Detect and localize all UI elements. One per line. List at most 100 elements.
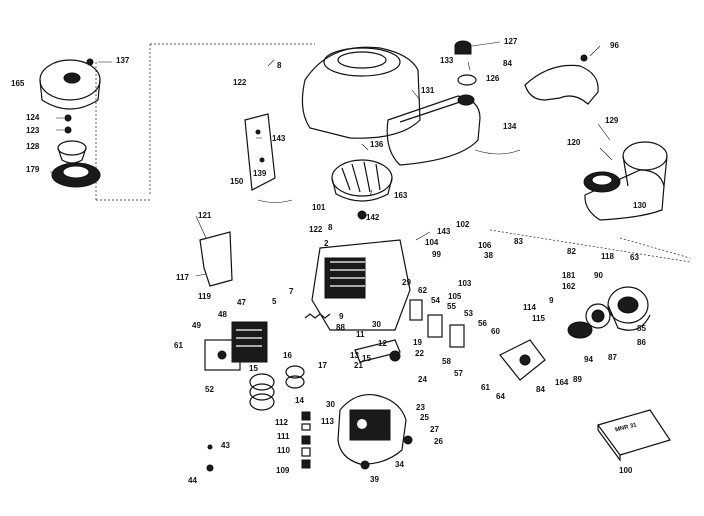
tank-fitting — [457, 94, 475, 106]
leader-lines — [50, 41, 613, 277]
callout-143-top: 143 — [272, 134, 286, 143]
callout-29: 29 — [402, 278, 411, 287]
muffler-assembly — [583, 141, 668, 221]
callout-48: 48 — [218, 310, 227, 319]
callout-87: 87 — [608, 353, 617, 362]
callout-8-mid: 8 — [328, 223, 333, 232]
callout-25: 25 — [420, 413, 429, 422]
callout-124: 124 — [26, 113, 40, 122]
callout-17: 17 — [318, 361, 327, 370]
callout-119: 119 — [198, 292, 211, 301]
callout-63: 63 — [630, 253, 639, 262]
callout-100: 100 — [619, 466, 633, 475]
callout-15-mid: 15 — [362, 354, 371, 363]
callout-2: 2 — [324, 239, 329, 248]
callout-14: 14 — [295, 396, 304, 405]
callout-122-mid: 122 — [309, 225, 323, 234]
crankshaft — [354, 339, 401, 363]
foam-filter — [51, 162, 101, 188]
callout-49: 49 — [192, 321, 201, 330]
callout-121: 121 — [198, 211, 212, 220]
callout-30-lower: 30 — [326, 400, 335, 409]
fuel-line-134 — [474, 149, 521, 155]
callout-101: 101 — [312, 203, 326, 212]
callout-179: 179 — [26, 165, 40, 174]
callout-117: 117 — [176, 273, 189, 282]
small-fastener-44 — [206, 464, 214, 472]
callout-83: 83 — [514, 237, 523, 246]
callout-94: 94 — [584, 355, 593, 364]
callout-23: 23 — [416, 403, 425, 412]
group-outline-right — [489, 229, 691, 263]
callout-143-mid: 143 — [437, 227, 451, 236]
callout-111: 111 — [277, 432, 290, 441]
callout-110: 110 — [277, 446, 290, 455]
callout-26: 26 — [434, 437, 443, 446]
callout-118: 118 — [601, 252, 614, 261]
air-cleaner-cover — [39, 58, 101, 110]
cap-gasket — [457, 74, 477, 86]
starter-cup — [567, 303, 611, 339]
piston-rings — [249, 365, 305, 411]
callout-120: 120 — [567, 138, 581, 147]
callout-113: 113 — [321, 417, 334, 426]
oil-pump-stack — [301, 411, 311, 469]
callout-126: 126 — [486, 74, 500, 83]
callout-105: 105 — [448, 292, 462, 301]
callout-163: 163 — [394, 191, 408, 200]
callout-53: 53 — [464, 309, 473, 318]
callout-102: 102 — [456, 220, 470, 229]
small-fastener-43 — [207, 444, 213, 450]
callout-55: 55 — [447, 302, 456, 311]
callout-47: 47 — [237, 298, 246, 307]
callout-27: 27 — [430, 425, 439, 434]
callout-104: 104 — [425, 238, 439, 247]
callout-21: 21 — [354, 361, 363, 370]
callout-61-lower: 61 — [481, 383, 490, 392]
callout-61-upper: 61 — [174, 341, 183, 350]
callout-44: 44 — [188, 476, 197, 485]
callout-58: 58 — [442, 357, 451, 366]
cover-nut — [64, 126, 72, 134]
blower-housing — [301, 46, 421, 139]
callout-85: 85 — [637, 324, 646, 333]
callout-56: 56 — [478, 319, 487, 328]
callout-19: 19 — [413, 338, 422, 347]
callout-89: 89 — [573, 375, 582, 384]
callout-99: 99 — [432, 250, 441, 259]
callout-9-right: 9 — [549, 296, 554, 305]
callout-114: 114 — [523, 303, 536, 312]
callout-136: 136 — [370, 140, 384, 149]
callout-52: 52 — [205, 385, 214, 394]
callout-8-top: 8 — [277, 61, 282, 70]
callout-112: 112 — [275, 418, 288, 427]
muffler-guard — [524, 54, 599, 105]
callout-62: 62 — [418, 286, 427, 295]
wire-150 — [257, 199, 293, 203]
fuel-tank — [386, 95, 481, 166]
callout-150: 150 — [230, 177, 244, 186]
tank-cap — [454, 40, 472, 55]
callout-15-left: 15 — [249, 364, 258, 373]
callout-139: 139 — [253, 169, 267, 178]
callout-165: 165 — [11, 79, 25, 88]
recoil-starter — [607, 286, 651, 331]
callout-123: 123 — [26, 126, 40, 135]
callout-127: 127 — [504, 37, 518, 46]
oil-seal-cluster — [409, 299, 465, 348]
callout-11: 11 — [356, 330, 365, 339]
flywheel — [331, 159, 393, 202]
callout-90: 90 — [594, 271, 603, 280]
engine-sump — [337, 393, 407, 465]
callout-115: 115 — [532, 314, 545, 323]
callout-88: 88 — [336, 323, 345, 332]
callout-142: 142 — [366, 213, 380, 222]
callout-24: 24 — [418, 375, 427, 384]
callout-86: 86 — [637, 338, 646, 347]
callout-129: 129 — [605, 116, 619, 125]
callout-82: 82 — [567, 247, 576, 256]
group-outline-top — [95, 43, 315, 201]
callout-57: 57 — [454, 369, 463, 378]
callout-122-top: 122 — [233, 78, 247, 87]
fuel-pump-parts — [499, 339, 546, 381]
